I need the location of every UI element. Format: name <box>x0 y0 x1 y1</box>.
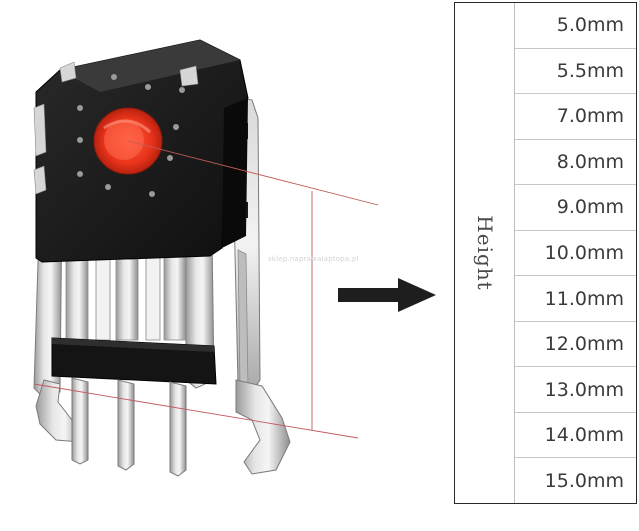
encoder-illustration: sklep.naprawalaptopa.pl <box>33 39 379 477</box>
bottom-bar <box>51 337 217 385</box>
right-arrow-icon <box>338 278 436 312</box>
height-option[interactable]: 11.0mm <box>515 276 636 322</box>
height-option[interactable]: 13.0mm <box>515 367 636 413</box>
height-option[interactable]: 5.5mm <box>515 49 636 95</box>
height-guide-lines <box>33 140 379 439</box>
bottom-legs <box>35 377 187 477</box>
height-option[interactable]: 9.0mm <box>515 185 636 231</box>
height-values-list: 5.0mm 5.5mm 7.0mm 8.0mm 9.0mm 10.0mm 11.… <box>515 3 636 503</box>
height-option[interactable]: 14.0mm <box>515 413 636 459</box>
height-option[interactable]: 12.0mm <box>515 322 636 368</box>
height-option[interactable]: 5.0mm <box>515 3 636 49</box>
height-header-cell: Height <box>455 3 515 503</box>
height-option[interactable]: 8.0mm <box>515 140 636 186</box>
height-spec-table: Height 5.0mm 5.5mm 7.0mm 8.0mm 9.0mm 10.… <box>454 2 637 504</box>
height-option[interactable]: 10.0mm <box>515 231 636 277</box>
side-bracket <box>210 91 291 475</box>
encoder-drawing <box>33 39 379 477</box>
watermark-text: sklep.naprawalaptopa.pl <box>268 255 359 263</box>
body-holes <box>77 74 185 197</box>
height-option[interactable]: 15.0mm <box>544 469 624 492</box>
height-label: Height <box>472 215 497 291</box>
inner-pins <box>65 249 187 341</box>
encoder-body <box>33 39 249 263</box>
height-option[interactable]: 7.0mm <box>515 94 636 140</box>
